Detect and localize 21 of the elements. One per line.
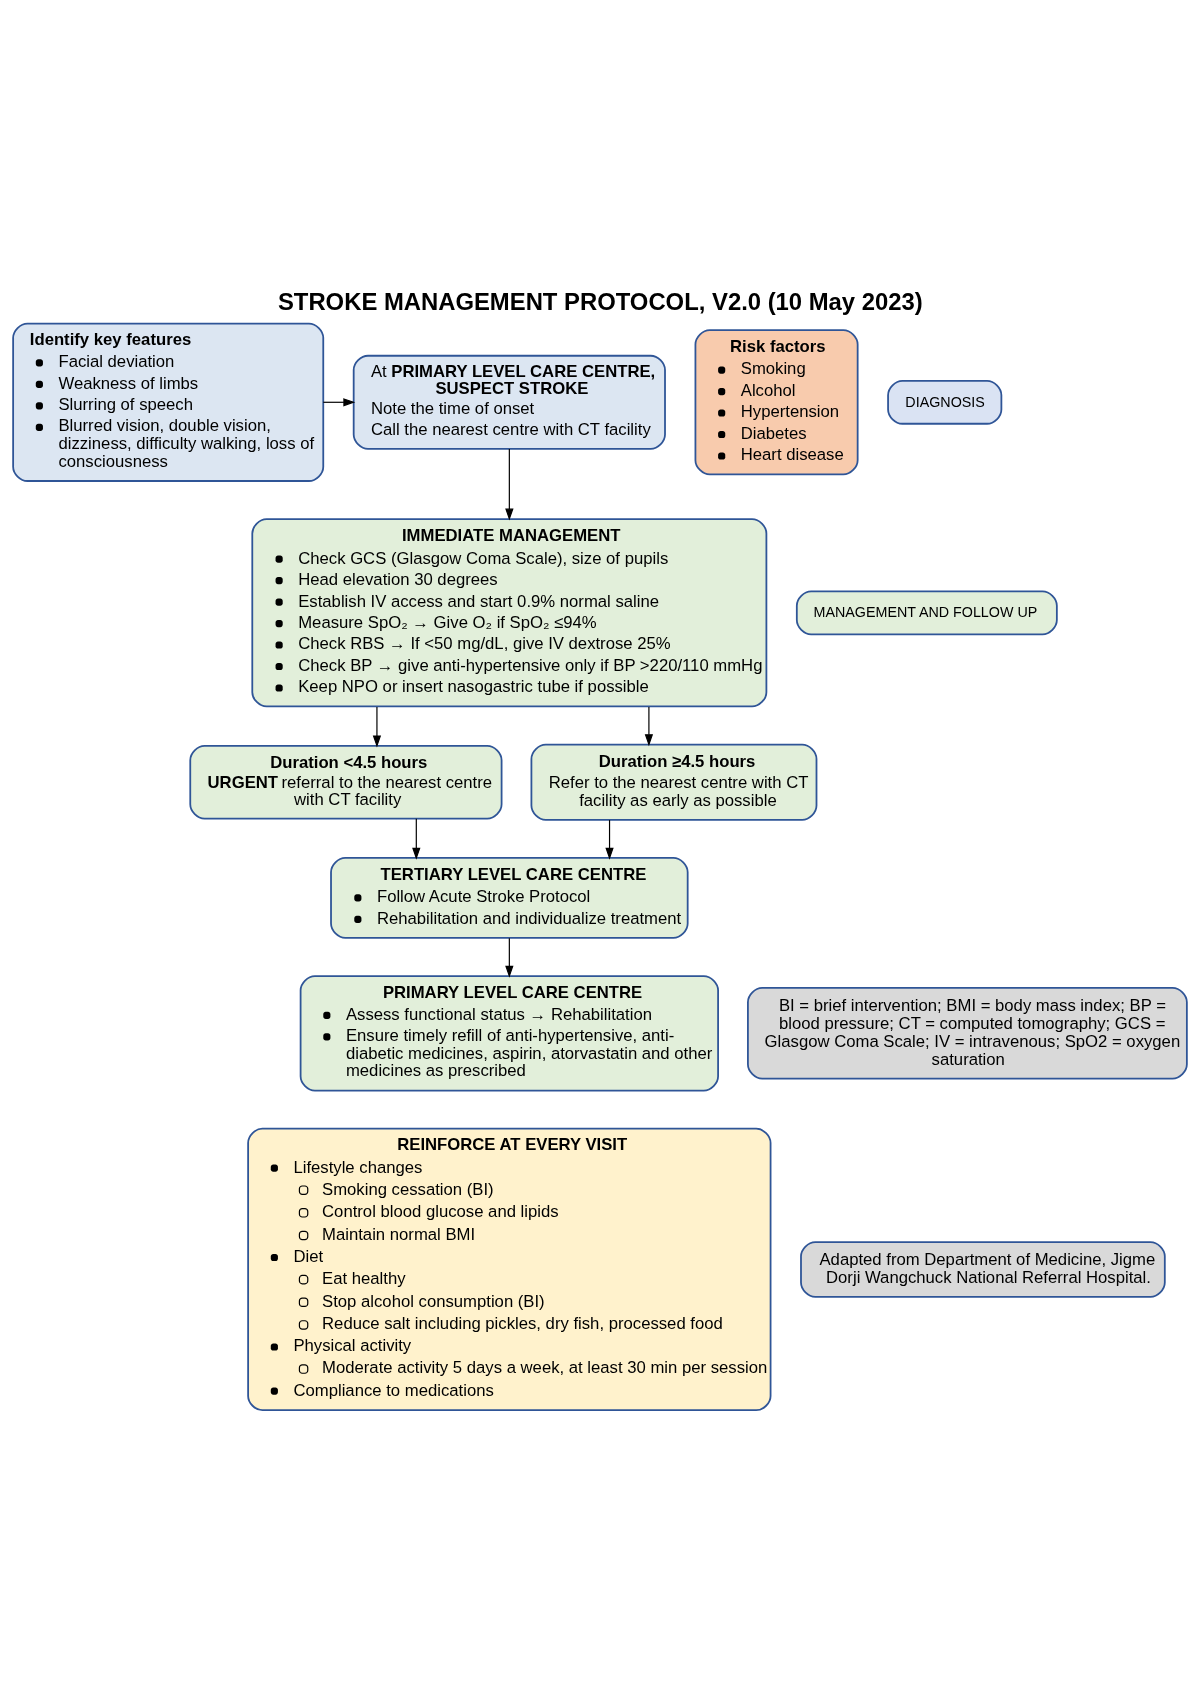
diagram-title: STROKE MANAGEMENT PROTOCOL, V2.0 (10 May 2023) (277, 287, 923, 315)
node-box: Adapted from Department of Medicine, Jigme Dorji Wangchuck National Referral Hospital. (800, 1240, 1166, 1298)
node-box: Identify key features Facial deviation Weakness of limbs Slurring of speech Blurred vision, double vision, dizziness, difficulty walking, loss of consciousness (12, 322, 325, 482)
arrow (505, 937, 514, 978)
node-box: Duration <4.5 hours URGENT referral to the nearest centre with CT facility (189, 744, 503, 819)
node-box: At PRIMARY LEVEL CARE CENTRE, SUSPECT STROKE Note the time of onset Call the nearest centre with CT facility (352, 354, 666, 450)
node-box: Risk factors Smoking Alcohol Hypertension Diabetes Heart disease (694, 328, 859, 475)
node-box: DIAGNOSIS (887, 379, 1003, 425)
arrow (412, 817, 421, 860)
node-box: PRIMARY LEVEL CARE CENTRE Assess functional status → Rehabilitation Ensure timely refill of anti-hypertensive, anti-diabetic medicines, aspirin, atorvastatin and other medicines as prescribed (299, 974, 719, 1091)
arrow (372, 705, 382, 747)
node-box: BI = brief intervention; BMI = body mass index; BP = blood pressure; CT = computed tomography; GCS = Glasgow Coma Scale; IV = intravenous; SpO2 = oxygen saturation (747, 986, 1188, 1079)
arrow (644, 705, 654, 746)
arrow (322, 397, 356, 406)
arrow (605, 819, 614, 860)
node-box: TERTIARY LEVEL CARE CENTRE Follow Acute Stroke Protocol Rehabilitation and individualize treatment (330, 856, 689, 939)
node-box: Duration ≥4.5 hours Refer to the nearest centre with CT facility as early as possible (530, 743, 818, 821)
node-box: MANAGEMENT AND FOLLOW UP (795, 589, 1058, 635)
node-box: REINFORCE AT EVERY VISIT Lifestyle changes Smoking cessation (BI) Control blood glucose and lipids Maintain normal BMI Diet Eat healthy Stop alcohol consumption (BI) Reduce salt including pickles, dry fish, processed food Physical activity Moderate activity 5 days a week, at least 30 min per session Compliance to medications (247, 1127, 772, 1411)
node-box: IMMEDIATE MANAGEMENT Check GCS (Glasgow Coma Scale), size of pupils Head elevation 30 degrees Establish IV access and start 0.9% normal saline Measure SpO₂ → Give O₂ if SpO₂ ≤94% Check RBS → If <50 mg/dL, give IV dextrose 25% Check BP → give anti-hypertensive only if BP >220/110 mmHg Keep NPO or insert nasogastric tube if possible (251, 517, 768, 707)
arrow (505, 447, 514, 521)
